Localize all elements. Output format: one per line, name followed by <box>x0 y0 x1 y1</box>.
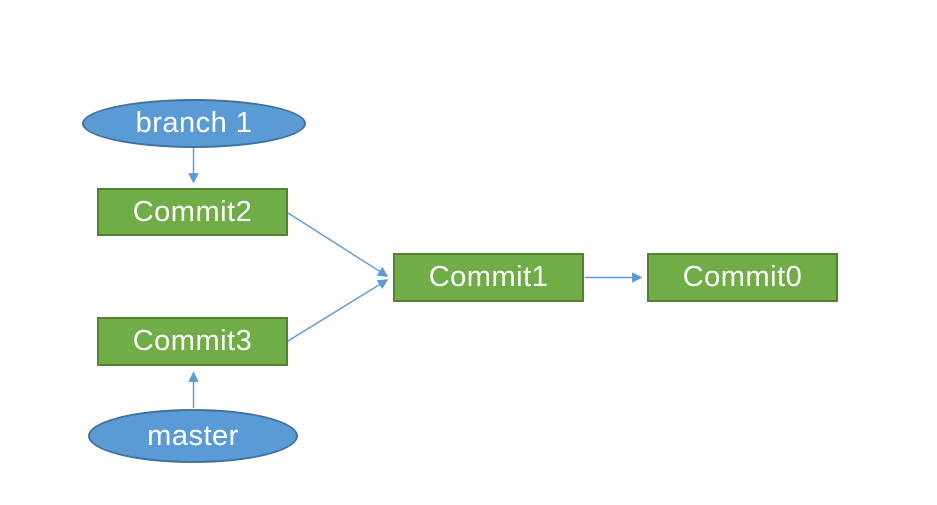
commit2-box: Commit2 <box>97 188 288 236</box>
master-ellipse: master <box>88 409 298 463</box>
commit3-box: Commit3 <box>97 317 288 366</box>
commit3-label: Commit3 <box>132 325 253 357</box>
commit1-box: Commit1 <box>393 253 584 302</box>
commit0-box: Commit0 <box>647 253 838 302</box>
branch1-label: branch 1 <box>135 107 253 139</box>
commit2-label: Commit2 <box>132 195 253 228</box>
commit1-label: Commit1 <box>428 261 549 293</box>
master-label: master <box>147 419 239 452</box>
edge-commit2-to-commit1 <box>287 212 389 277</box>
branch1-ellipse: branch 1 <box>82 99 306 148</box>
commit0-label: Commit0 <box>682 261 803 293</box>
edge-commit3-to-commit1 <box>287 279 389 342</box>
